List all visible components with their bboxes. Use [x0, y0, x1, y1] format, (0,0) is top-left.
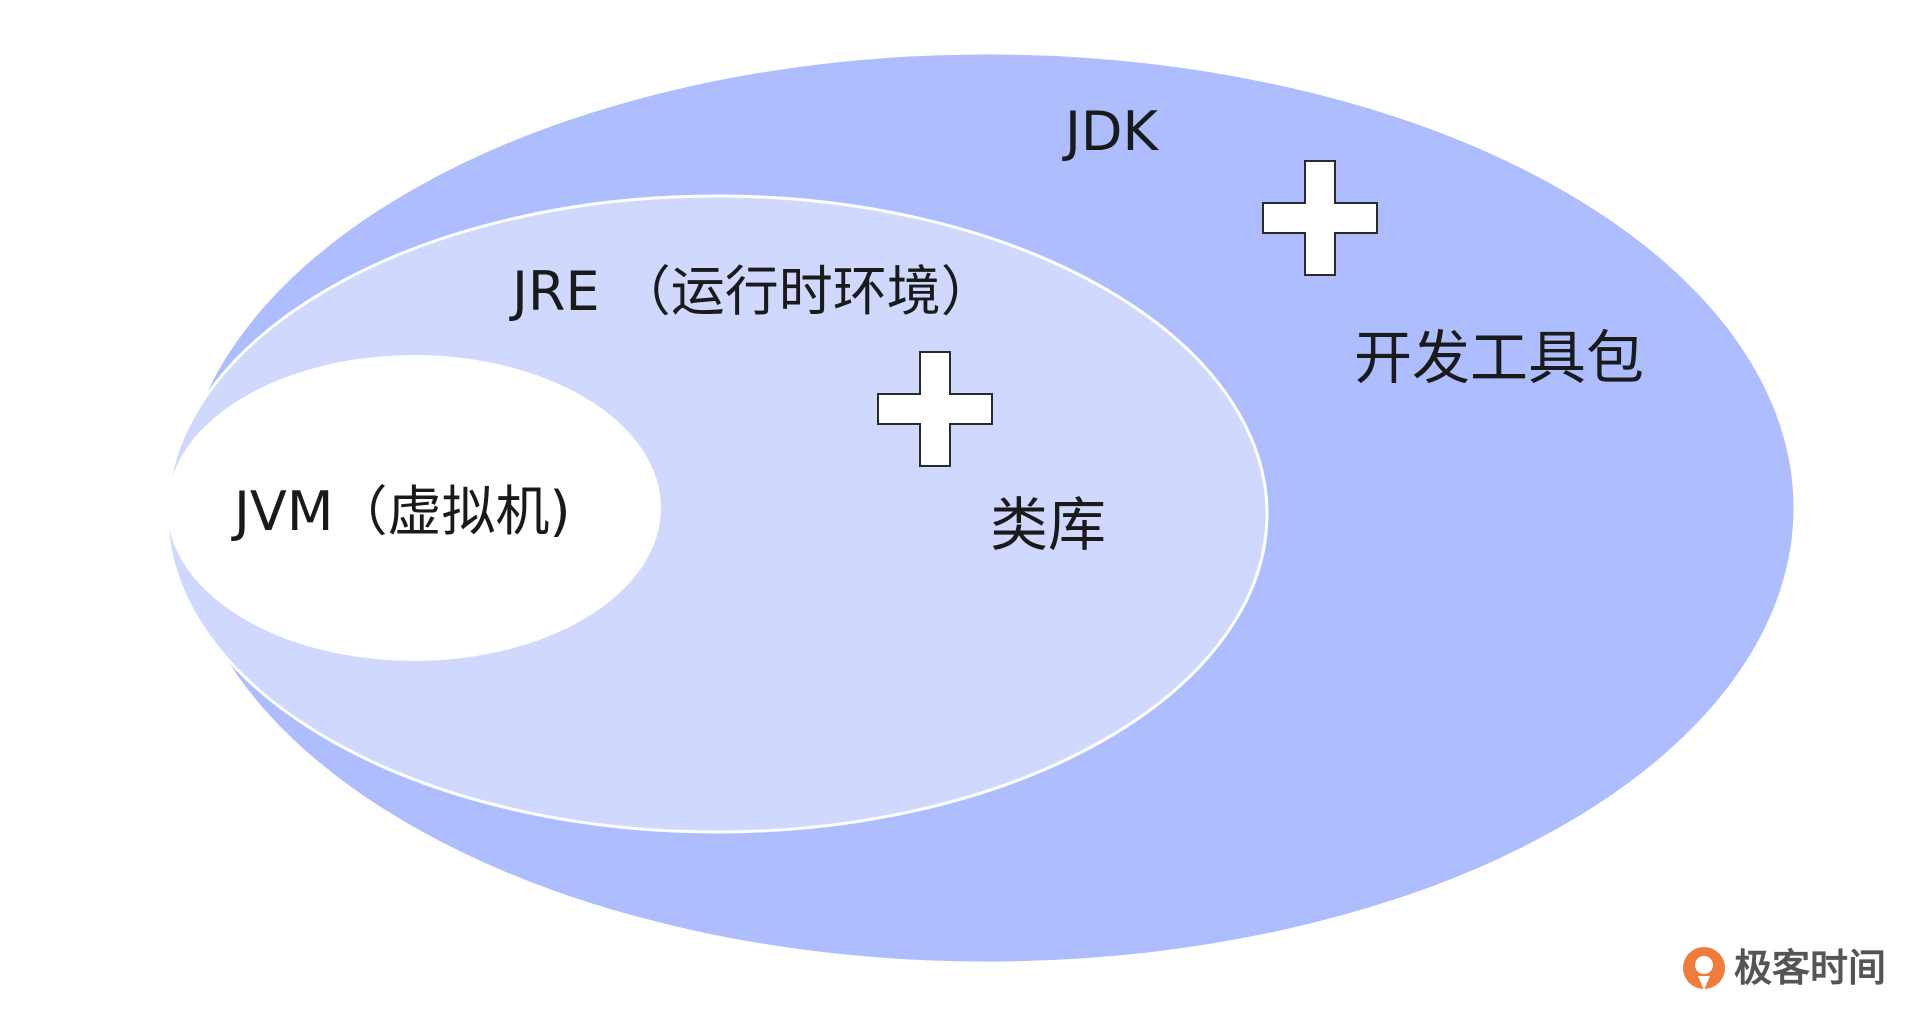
jre-plus-icon	[877, 351, 993, 467]
jdk-label: JDK	[1062, 100, 1160, 163]
jdk-plus-icon	[1262, 160, 1378, 276]
brand-logo: 极客时间	[1683, 946, 1886, 990]
jvm-label: JVM（虚拟机)	[231, 480, 571, 543]
brand-name: 极客时间	[1734, 946, 1886, 990]
jre-label: JRE （运行时环境）	[509, 260, 995, 323]
tools-label: 开发工具包	[1354, 324, 1644, 392]
geektime-logo-icon	[1683, 947, 1725, 990]
jre-ellipse	[165, 194, 1269, 834]
library-label: 类库	[990, 491, 1106, 559]
jvm-ellipse	[167, 355, 661, 661]
